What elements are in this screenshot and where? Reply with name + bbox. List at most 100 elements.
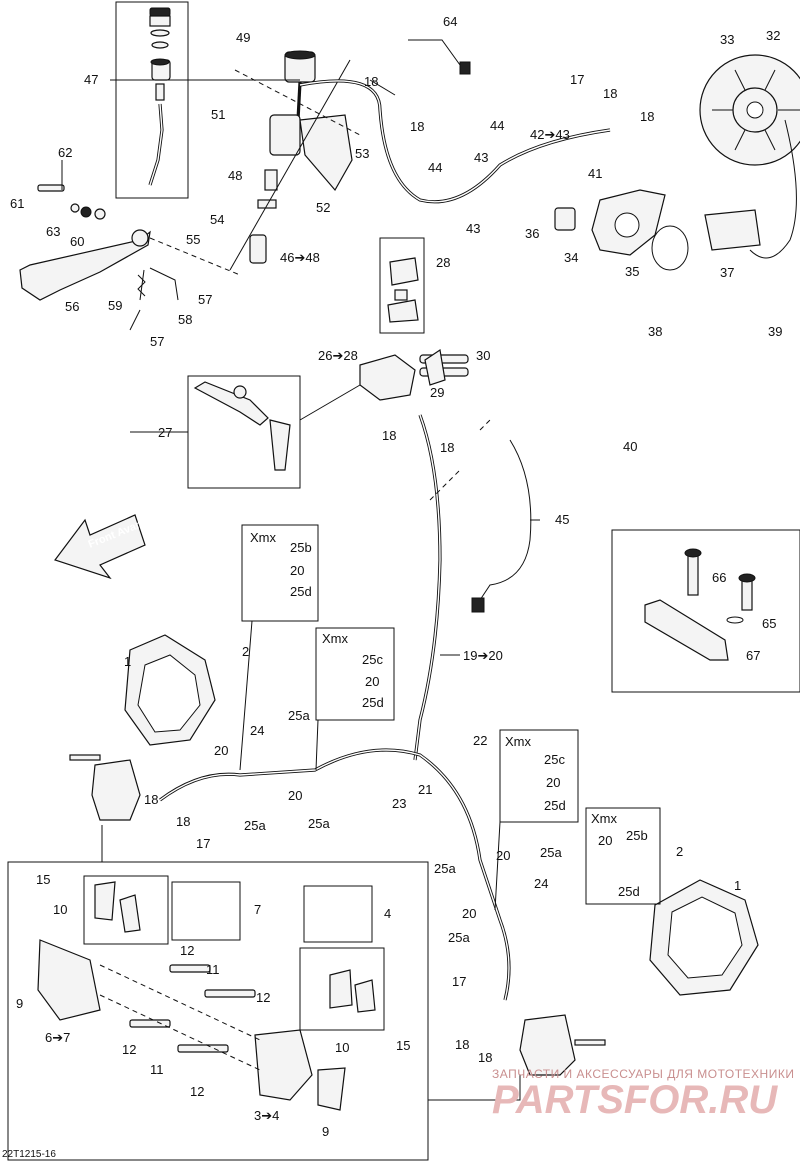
- callout: 39: [768, 324, 782, 339]
- callout: 30: [476, 348, 490, 363]
- front-right-caliper: [519, 1014, 606, 1076]
- master-cylinder-assembly: [229, 50, 361, 271]
- callout: 43: [466, 221, 480, 236]
- callout: 56: [65, 299, 79, 314]
- callout: 26➔28: [318, 348, 358, 363]
- xmx-box-1: [241, 524, 319, 622]
- xmx-box-2: [315, 627, 395, 721]
- callout: 65: [762, 616, 776, 631]
- xmx-label: 25c: [544, 752, 565, 767]
- callout: 32: [766, 28, 780, 43]
- xmx-title: Xmx: [591, 811, 618, 826]
- callout: 24: [250, 723, 264, 738]
- callout: 25a: [434, 861, 456, 876]
- callout: 66: [712, 570, 726, 585]
- callout: 47: [84, 72, 98, 87]
- callout: 18: [478, 1050, 492, 1065]
- callout: 1: [124, 654, 131, 669]
- callout: 43: [474, 150, 488, 165]
- xmx-box-4: [585, 807, 661, 905]
- callout: 18: [640, 109, 654, 124]
- callout: 2: [676, 844, 683, 859]
- front-left-caliper: [69, 754, 141, 821]
- callout: 25a: [244, 818, 266, 833]
- callout: 51: [211, 107, 225, 122]
- callout: 21: [418, 782, 432, 797]
- callout: 27: [158, 425, 172, 440]
- callout: 37: [720, 265, 734, 280]
- xmx-box-3: [499, 729, 579, 823]
- xmx-title: Xmx: [505, 734, 532, 749]
- callout: 18: [440, 440, 454, 455]
- caliper-parts: [37, 875, 385, 1111]
- callout: 10: [53, 902, 67, 917]
- callout: 12: [122, 1042, 136, 1057]
- callout: 12: [180, 943, 194, 958]
- diagram-code: 22T1215-16: [2, 1149, 56, 1160]
- callout: 29: [430, 385, 444, 400]
- callout: 63: [46, 224, 60, 239]
- callout: 55: [186, 232, 200, 247]
- callout: 23: [392, 796, 406, 811]
- callout: 15: [396, 1038, 410, 1053]
- abs-sensor-cable: [479, 439, 532, 601]
- callout: 25a: [448, 930, 470, 945]
- xmx-label: 20: [598, 833, 612, 848]
- callout: 1: [734, 878, 741, 893]
- callout: 24: [534, 876, 548, 891]
- callout: 22: [473, 733, 487, 748]
- callout: 7: [254, 902, 261, 917]
- lever-detail-box: [187, 375, 361, 489]
- callout: 44: [428, 160, 442, 175]
- callout: 20: [214, 743, 228, 758]
- callout: 11: [150, 1062, 164, 1077]
- callout: 48: [228, 168, 242, 183]
- callout: 20: [462, 906, 476, 921]
- callout: 42➔43: [530, 127, 570, 142]
- front-left-disc-ring: [124, 634, 216, 746]
- callout: 44: [490, 118, 504, 133]
- callout: 35: [625, 264, 639, 279]
- brake-pedal-assembly: [19, 184, 241, 331]
- bracket-detail-box: [611, 529, 800, 693]
- xmx-box-1-labels: Xmx 25b 20 25d: [250, 530, 312, 599]
- callout: 19➔20: [463, 648, 503, 663]
- callout: 18: [455, 1037, 469, 1052]
- callout: 20: [288, 788, 302, 803]
- callout: 4: [384, 906, 391, 921]
- callout: 18: [176, 814, 190, 829]
- callout: 57: [150, 334, 164, 349]
- xmx-label: 25d: [618, 884, 640, 899]
- xmx-label: 25c: [362, 652, 383, 667]
- callout: 38: [648, 324, 662, 339]
- callout: 18: [603, 86, 617, 101]
- callout: 15: [36, 872, 50, 887]
- callout: 10: [335, 1040, 349, 1055]
- callout: 25a: [308, 816, 330, 831]
- callout: 41: [588, 166, 602, 181]
- callout: 17: [452, 974, 466, 989]
- callout: 33: [720, 32, 734, 47]
- callout: 12: [190, 1084, 204, 1099]
- callout: 59: [108, 298, 122, 313]
- front-direction-arrow: [54, 514, 146, 580]
- callout: 18: [144, 792, 158, 807]
- callout: 46➔48: [280, 250, 320, 265]
- callout: 25a: [540, 845, 562, 860]
- callout: 67: [746, 648, 760, 663]
- xmx-label: 25d: [544, 798, 566, 813]
- xmx-label: 25d: [362, 695, 384, 710]
- callout: 54: [210, 212, 224, 227]
- xmx-label: 25b: [290, 540, 312, 555]
- xmx-title: Xmx: [322, 631, 349, 646]
- callout: 3➔4: [254, 1108, 279, 1123]
- callout: 18: [410, 119, 424, 134]
- front-master-cylinder: [359, 237, 469, 401]
- callout: 18: [382, 428, 396, 443]
- callout: 20: [496, 848, 510, 863]
- callout: 28: [436, 255, 450, 270]
- callout: 53: [355, 146, 369, 161]
- callout: 45: [555, 512, 569, 527]
- xmx-label: 25d: [290, 584, 312, 599]
- caliper-detail-box: [7, 861, 429, 1161]
